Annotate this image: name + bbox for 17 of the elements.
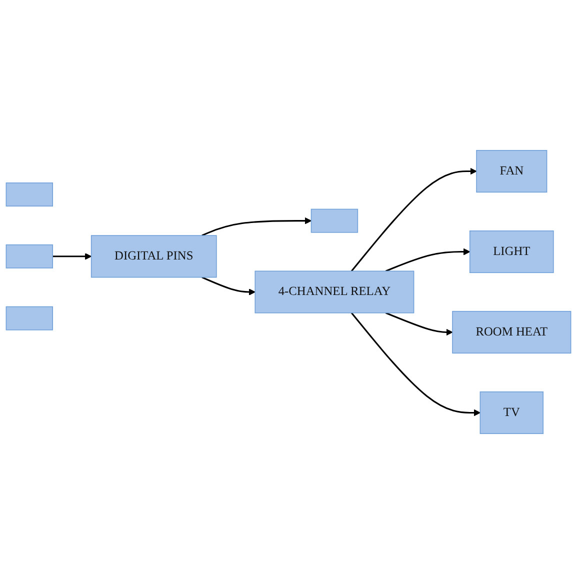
arrow <box>350 312 480 416</box>
arrow <box>385 312 453 336</box>
node-box: ROOM HEAT <box>452 310 572 354</box>
node-box: TV <box>480 391 544 434</box>
node-box <box>6 244 54 268</box>
arrow <box>202 217 312 236</box>
node-box: FAN <box>476 150 548 193</box>
arrow <box>52 253 92 260</box>
node-box: 4-CHANNEL RELAY <box>254 270 414 314</box>
node-box <box>310 208 358 233</box>
node-box <box>6 182 54 206</box>
arrow <box>202 276 256 296</box>
arrow <box>385 248 470 272</box>
node-box <box>6 306 54 330</box>
arrow <box>350 168 477 272</box>
node-box: LIGHT <box>469 230 554 274</box>
node-box: DIGITAL PINS <box>90 235 217 278</box>
